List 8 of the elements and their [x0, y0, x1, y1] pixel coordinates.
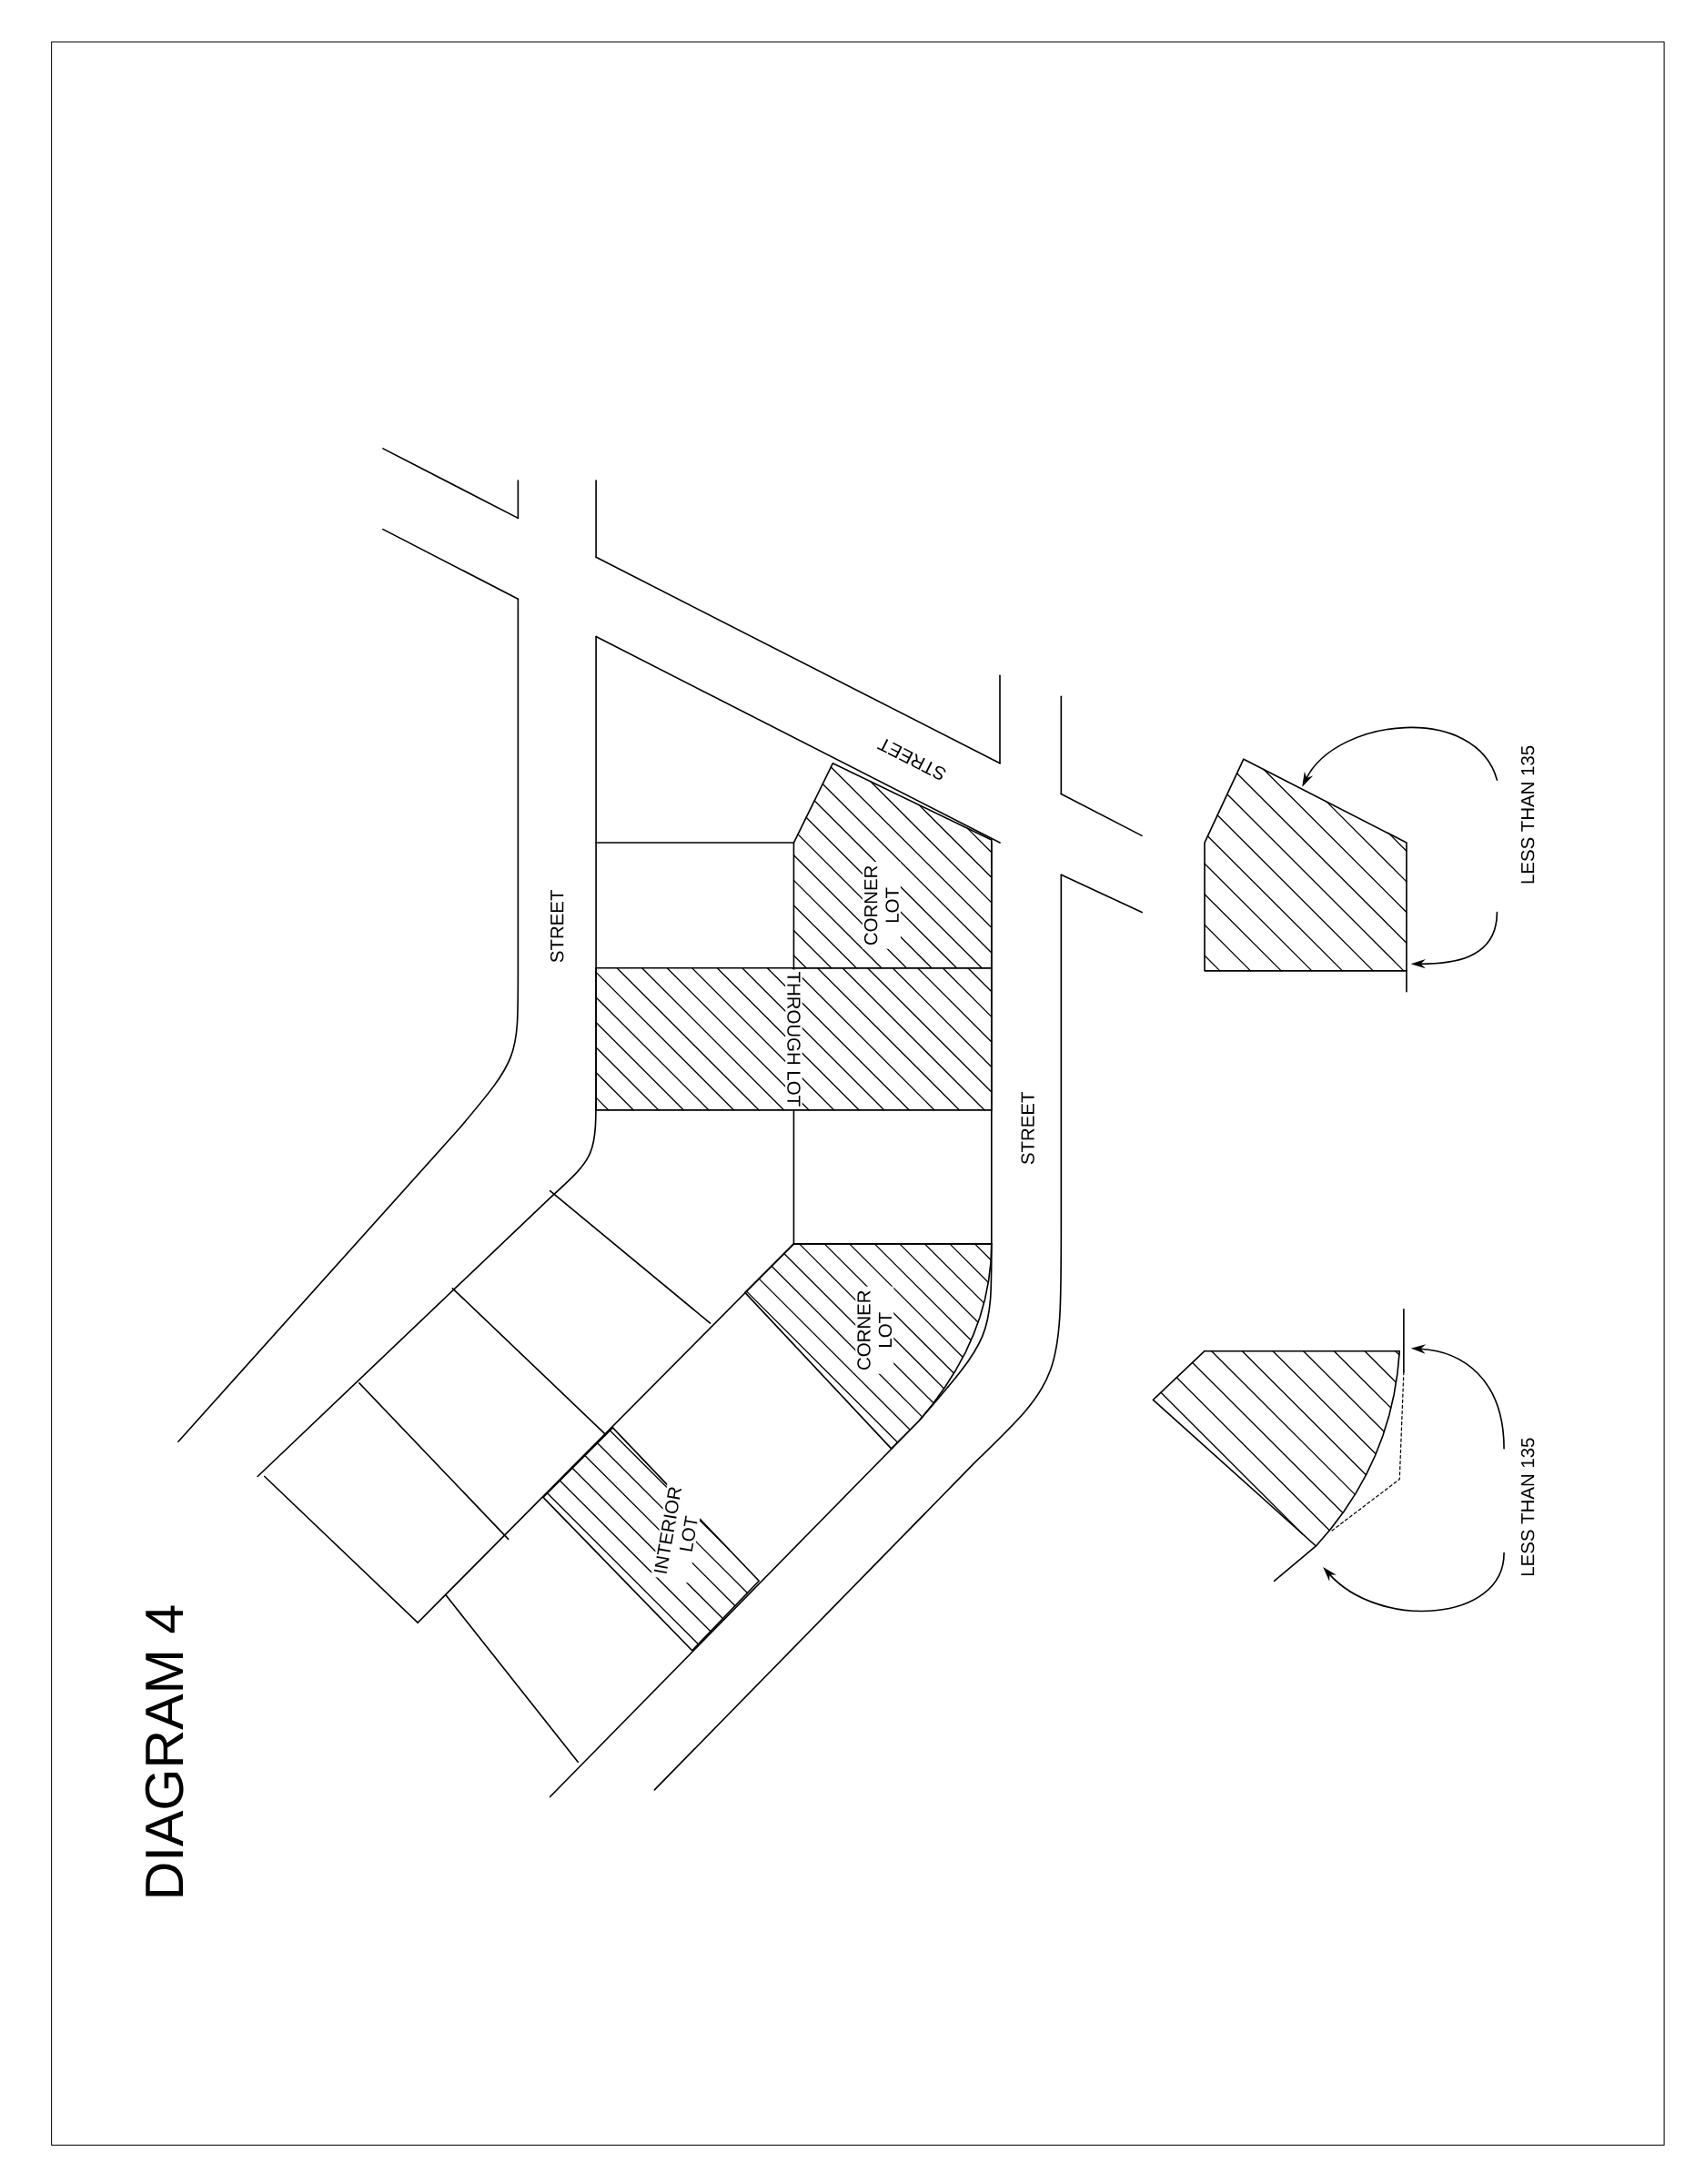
hatched-lot: INTERIOR LOT: [542, 1427, 761, 1652]
street-label: STREET: [550, 890, 564, 963]
street-label: STREET: [1021, 1092, 1034, 1165]
hatched-lot: CORNER LOT: [744, 1243, 993, 1450]
hatched-lot: THROUGH LOT: [595, 966, 993, 1111]
angle-label: LESS THAN 135: [1521, 745, 1535, 884]
angle-label: LESS THAN 135: [1521, 1438, 1535, 1576]
title: DIAGRAM 4: [145, 1605, 184, 1896]
